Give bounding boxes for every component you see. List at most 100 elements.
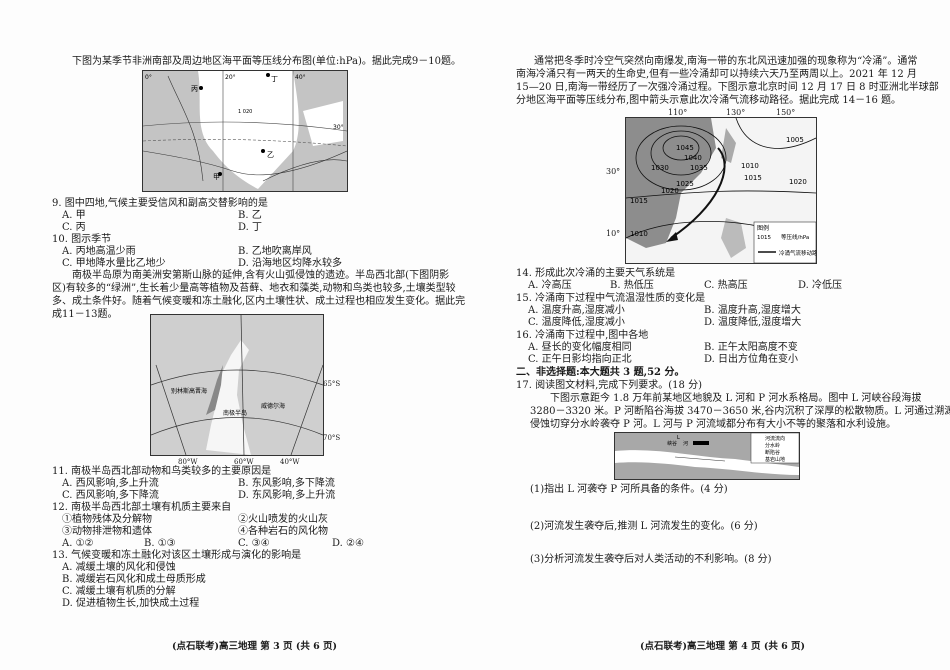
legend-title: 图例 <box>757 224 769 232</box>
place-ding: 丁 <box>271 75 278 83</box>
q11-option-a[interactable]: A. 西风影响,多上升流 <box>62 478 159 489</box>
q13-option-a[interactable]: A. 减缓土壤的风化和侵蚀 <box>62 562 176 573</box>
isobar-1045: 1045 <box>676 144 694 152</box>
lon-40: 40° <box>295 74 306 81</box>
lat-30: 30° <box>606 167 621 176</box>
q12-option-d[interactable]: D. ②④ <box>332 538 364 549</box>
isobar-1030: 1030 <box>651 164 669 172</box>
q10-option-d[interactable]: D. 沿海地区均降水较多 <box>238 258 343 269</box>
africa-map-drawing: 0° 20° 40° 30° 甲 乙 丙 丁 1 020 <box>142 71 348 191</box>
isobar-1020: 1020 <box>661 187 679 195</box>
isobar-1010: 1010 <box>630 230 648 238</box>
legend-isobar-value: 1015 <box>757 235 771 241</box>
gorge-label: 峡谷 <box>667 440 677 447</box>
lat-10: 10° <box>606 229 621 238</box>
legend-isobar-label: 等压线/hPa <box>781 233 809 241</box>
sea-weddell: 威德尔海 <box>261 402 285 410</box>
q14-option-a[interactable]: A. 冷高压 <box>528 280 572 291</box>
q15-option-b[interactable]: B. 温度升高,湿度增大 <box>704 305 801 316</box>
q16-option-a[interactable]: A. 昼长的变化幅度相同 <box>528 342 632 353</box>
q11-option-c[interactable]: C. 西风影响,多下降流 <box>62 490 159 501</box>
lon-150: 150° <box>776 108 796 117</box>
place-jia: 甲 <box>213 173 220 181</box>
intro-9-10: 下图为某季节非洲南部及周边地区海平面等压线分布图(单位:hPa)。据此完成9－1… <box>72 56 461 67</box>
passage-line: 15—20 日,南海一带经历了一次强冷涌过程。下图示意北京时间 12 月 17 … <box>516 82 939 93</box>
q15-option-c[interactable]: C. 温度降低,湿度减小 <box>528 317 625 328</box>
q14-option-b[interactable]: B. 热低压 <box>610 280 654 291</box>
lon-110: 110° <box>668 108 688 117</box>
legend-divide: 分水岭 <box>765 442 780 449</box>
q10-option-c[interactable]: C. 甲地降水量比乙地少 <box>62 258 166 269</box>
q16-stem: 16. 冷涌南下过程中,图中各地 <box>516 330 649 341</box>
lat-65s: 65°S <box>323 380 341 388</box>
q13-stem: 13. 气候变暖和冻土融化对该区土壤形成与演化的影响是 <box>52 550 302 561</box>
passage-line: 侵蚀切穿分水岭袭夺 P 河。L 河与 P 河流域都分布有大小不等的聚落和水利设施… <box>530 419 896 430</box>
lon-80w: 80°W <box>178 458 198 466</box>
legend-arrow-label: 冷涌气流移动路径 <box>779 249 816 257</box>
river-capture-map: L 峡谷 河 河流流向 分水岭 断陷谷 基岩山地 <box>614 432 800 480</box>
q16-option-b[interactable]: B. 正午太阳高度不变 <box>704 342 798 353</box>
isobar-1035: 1035 <box>690 164 708 172</box>
lat-70s: 70°S <box>323 434 341 442</box>
q12-option-c[interactable]: C. ③④ <box>238 538 270 549</box>
q9-option-c[interactable]: C. 丙 <box>62 222 86 233</box>
isobar-label: 1 020 <box>238 109 252 115</box>
lat-30: 30° <box>333 124 344 131</box>
isobar-1020-east: 1020 <box>789 178 807 186</box>
q11-stem: 11. 南极半岛西北部动物和鸟类较多的主要原因是 <box>52 466 272 477</box>
q15-stem: 15. 冷涌南下过程中气流温湿性质的变化是 <box>516 293 706 304</box>
q13-option-d[interactable]: D. 促进植物生长,加快成土过程 <box>62 598 200 609</box>
q9-option-b[interactable]: B. 乙 <box>238 210 262 221</box>
passage-line: 区)有较多的“绿洲”,生长着少量高等植物及苔藓、地衣和藻类,动物和鸟类也较多,土… <box>52 283 456 294</box>
isobar-1015-east: 1015 <box>744 174 762 182</box>
passage-line: 3280－3320 米。P 河断陷谷海拔 3470－3650 米,谷内沉积了深厚… <box>530 406 950 417</box>
q16-option-d[interactable]: D. 日出方位角在变小 <box>704 354 799 365</box>
passage-line: 多、成土条件好。随着气候变暖和冻土融化,区内土壤性状、成土过程也相应发生变化。据… <box>52 296 466 307</box>
passage-line: 南极半岛原为南美洲安第斯山脉的延伸,含有火山弧侵蚀的遗迹。半岛西北部(下图阴影 <box>72 270 450 281</box>
q10-option-b[interactable]: B. 乙地吹离岸风 <box>238 246 312 257</box>
lon-0: 0° <box>145 74 152 81</box>
q16-option-c[interactable]: C. 正午日影均指向正北 <box>528 354 632 365</box>
page-footer-right: (点石联考)高三地理 第 4 页 (共 6 页) <box>640 641 806 652</box>
legend-box <box>753 221 817 264</box>
q11-option-b[interactable]: B. 东风影响,多下降流 <box>238 478 335 489</box>
peninsula-label: 南极半岛 <box>223 409 247 417</box>
cold-surge-map-drawing: 1045 1040 1035 1030 1025 1020 1015 1010 … <box>625 117 824 264</box>
q17-part-3: (3)分析河流发生袭夺后对人类活动的不利影响。(8 分) <box>530 554 772 565</box>
passage-line: 南海冷涌只有一两天的生命史,但有一些冷涌却可以持续六天乃至两周以上。2021 年… <box>516 69 917 80</box>
q13-option-c[interactable]: C. 减缓土壤有机质的分解 <box>62 586 176 597</box>
q15-option-a[interactable]: A. 温度升高,湿度减小 <box>528 305 625 316</box>
q15-option-d[interactable]: D. 温度降低,湿度增大 <box>704 317 802 328</box>
isobar-1005-east: 1005 <box>786 136 804 144</box>
q12-stem: 12. 南极半岛西北部土壤有机质主要来自 <box>52 502 232 513</box>
lon-130: 130° <box>726 108 746 117</box>
q12-item-3: ③动物排泄物和遗体 <box>62 526 152 537</box>
cold-surge-isobar-map: 1045 1040 1035 1030 1025 1020 1015 1010 … <box>625 117 824 264</box>
q12-option-a[interactable]: A. ①② <box>62 538 94 549</box>
q9-option-a[interactable]: A. 甲 <box>62 210 86 221</box>
passage-line: 成11－13题。 <box>52 309 118 320</box>
isobar-1010-east: 1010 <box>741 162 759 170</box>
q12-item-2: ②火山喷发的火山灰 <box>238 514 328 525</box>
q14-option-d[interactable]: D. 冷低压 <box>798 280 843 291</box>
q14-option-c[interactable]: C. 热高压 <box>704 280 748 291</box>
q17-part-2: (2)河流发生袭夺后,推测 L 河流发生的变化。(6 分) <box>530 521 758 532</box>
lon-20: 20° <box>225 74 236 81</box>
isobar-1015: 1015 <box>630 197 648 205</box>
isobar-1040: 1040 <box>684 154 702 162</box>
q10-option-a[interactable]: A. 丙地高温少雨 <box>62 246 136 257</box>
river-label: 河 <box>683 440 688 447</box>
q11-option-d[interactable]: D. 东风影响,多上升流 <box>238 490 336 501</box>
lon-40w: 40°W <box>280 458 300 466</box>
lon-60w: 60°W <box>234 458 254 466</box>
page-footer-left: (点石联考)高三地理 第 3 页 (共 6 页) <box>172 641 338 652</box>
q12-option-b[interactable]: B. ①③ <box>144 538 176 549</box>
q13-option-b[interactable]: B. 减缓岩石风化和成土母质形成 <box>62 574 206 585</box>
africa-isobar-map: 0° 20° 40° 30° 甲 乙 丙 丁 1 020 <box>142 70 348 192</box>
q9-stem: 9. 图中四地,气候主要受信风和副高交替影响的是 <box>52 198 268 209</box>
q9-option-d[interactable]: D. 丁 <box>238 222 263 233</box>
q12-item-1: ①植物残体及分解物 <box>62 514 152 525</box>
legend-graben: 断陷谷 <box>765 449 780 456</box>
section-2-heading: 二、非选择题:本大题共 3 题,52 分。 <box>516 367 685 378</box>
